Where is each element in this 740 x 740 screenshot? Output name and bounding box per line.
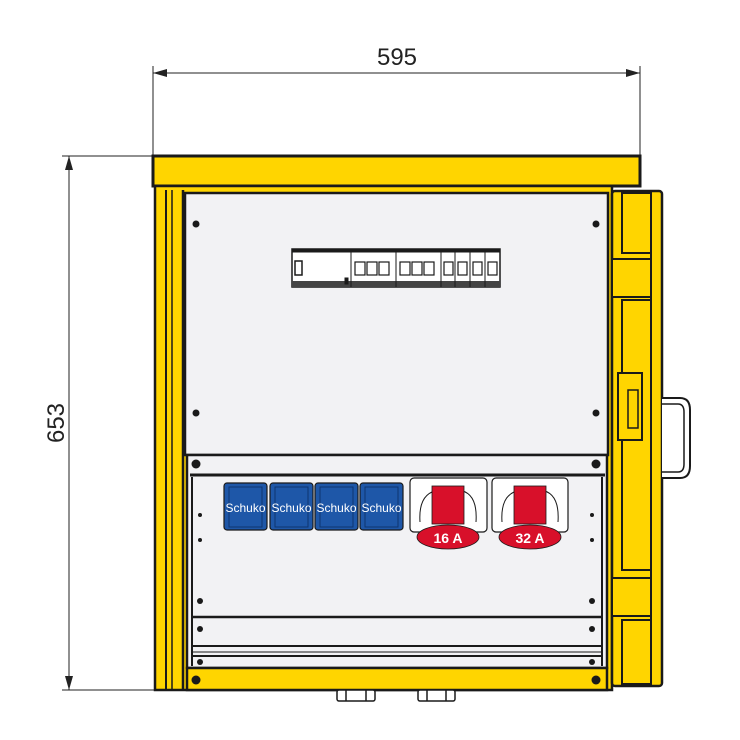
- circuit-breakers: [291, 248, 501, 288]
- schuko-socket-1: Schuko: [223, 482, 268, 531]
- schuko-socket-3: Schuko: [314, 482, 359, 531]
- schuko-label: Schuko: [271, 501, 311, 515]
- door-handle[interactable]: [662, 397, 691, 479]
- cabinet-door: [610, 189, 664, 688]
- cabinet-body: [153, 184, 614, 692]
- width-dimension: [152, 66, 641, 156]
- screws: [191, 220, 601, 685]
- height-dimension: [62, 155, 155, 691]
- cee-label: 32 A: [515, 530, 544, 546]
- schuko-socket-4: Schuko: [359, 482, 404, 531]
- schuko-label: Schuko: [316, 501, 356, 515]
- width-label: 595: [377, 44, 417, 71]
- cable-glands: [336, 689, 456, 702]
- cee-label: 16 A: [433, 530, 462, 546]
- schuko-label: Schuko: [225, 501, 265, 515]
- height-label: 653: [43, 403, 70, 443]
- cee-socket-16a: 16 A: [409, 477, 488, 550]
- schuko-label: Schuko: [361, 501, 401, 515]
- schuko-socket-2: Schuko: [269, 482, 314, 531]
- cee-socket-32a: 32 A: [491, 477, 569, 550]
- cabinet-roof: [151, 154, 642, 188]
